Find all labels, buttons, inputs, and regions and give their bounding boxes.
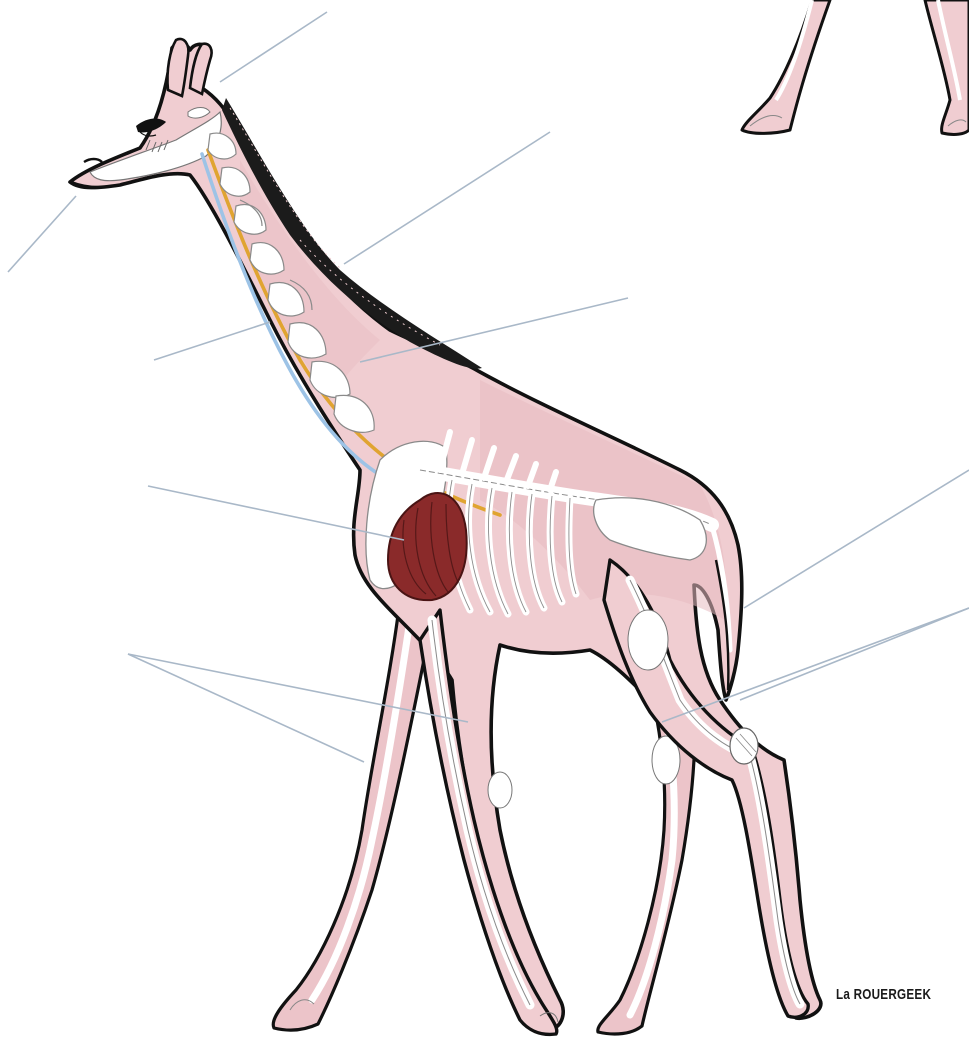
leader-line-front-leg-far (128, 654, 364, 762)
artist-signature: La ROUERGEEK (836, 986, 931, 1003)
leader-line-hind-leg-far (662, 608, 969, 722)
leader-line-hind-leg-near (740, 608, 969, 700)
leader-line-tail (744, 470, 969, 608)
leader-line-muzzle (8, 196, 76, 272)
second-giraffe-legs (742, 0, 969, 134)
leader-line-mane (344, 132, 550, 264)
leader-line-ossicones (220, 12, 327, 82)
leader-line-trachea (154, 322, 270, 360)
